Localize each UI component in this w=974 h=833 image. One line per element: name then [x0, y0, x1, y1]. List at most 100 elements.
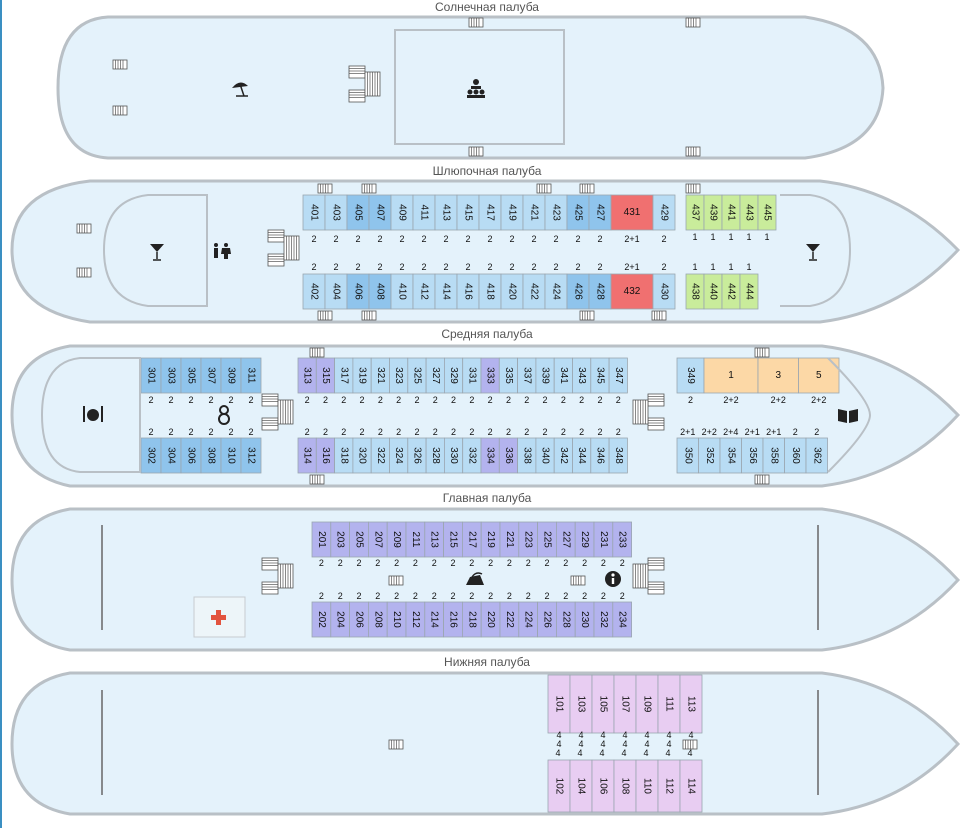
cabin-333[interactable]: 333 — [480, 357, 500, 394]
cabin-202[interactable]: 202 — [311, 601, 332, 638]
cabin-337[interactable]: 337 — [517, 357, 537, 394]
cabin-415[interactable]: 415 — [456, 194, 480, 231]
cabin-332[interactable]: 332 — [462, 437, 482, 474]
cabin-220[interactable]: 220 — [480, 601, 501, 638]
cabin-404[interactable]: 404 — [324, 273, 348, 310]
cabin-228[interactable]: 228 — [556, 601, 576, 638]
cabin-102[interactable]: 102 — [547, 759, 571, 813]
cabin-307[interactable]: 307 — [200, 357, 222, 394]
cabin-426[interactable]: 426 — [566, 273, 590, 310]
cabin-429[interactable]: 429 — [652, 194, 676, 231]
cabin-103[interactable]: 103 — [569, 674, 593, 734]
cabin-303[interactable]: 303 — [160, 357, 182, 394]
cabin-334[interactable]: 334 — [480, 437, 500, 474]
cabin-326[interactable]: 326 — [407, 437, 427, 474]
cabin-409[interactable]: 409 — [390, 194, 414, 231]
cabin-416[interactable]: 416 — [456, 273, 480, 310]
cabin-445[interactable]: 445 — [757, 194, 777, 231]
cabin-349[interactable]: 349 — [676, 357, 705, 394]
cabin-322[interactable]: 322 — [370, 437, 390, 474]
cabin-201[interactable]: 201 — [311, 521, 332, 558]
cabin-223[interactable]: 223 — [518, 521, 538, 558]
cabin-414[interactable]: 414 — [434, 273, 458, 310]
cabin-311[interactable]: 311 — [240, 357, 262, 394]
cabin-203[interactable]: 203 — [330, 521, 350, 558]
cabin-214[interactable]: 214 — [424, 601, 444, 638]
cabin-441[interactable]: 441 — [721, 194, 741, 231]
cabin-432[interactable]: 432 — [610, 273, 654, 310]
cabin-212[interactable]: 212 — [405, 601, 426, 638]
cabin-403[interactable]: 403 — [324, 194, 348, 231]
cabin-106[interactable]: 106 — [591, 759, 615, 813]
cabin-336[interactable]: 336 — [498, 437, 518, 474]
cabin-331[interactable]: 331 — [462, 357, 482, 394]
cabin-343[interactable]: 343 — [572, 357, 592, 394]
cabin-423[interactable]: 423 — [544, 194, 568, 231]
cabin-424[interactable]: 424 — [544, 273, 568, 310]
cabin-224[interactable]: 224 — [518, 601, 538, 638]
cabin-308[interactable]: 308 — [200, 437, 222, 474]
cabin-321[interactable]: 321 — [370, 357, 390, 394]
cabin-329[interactable]: 329 — [443, 357, 464, 394]
cabin-440[interactable]: 440 — [703, 273, 723, 310]
cabin-234[interactable]: 234 — [612, 601, 632, 638]
cabin-316[interactable]: 316 — [315, 437, 335, 474]
cabin-356[interactable]: 356 — [741, 437, 764, 474]
cabin-328[interactable]: 328 — [425, 437, 445, 474]
cabin-315[interactable]: 315 — [315, 357, 335, 394]
cabin-422[interactable]: 422 — [522, 273, 546, 310]
cabin-314[interactable]: 314 — [297, 437, 317, 474]
cabin-208[interactable]: 208 — [367, 601, 388, 638]
cabin-354[interactable]: 354 — [719, 437, 742, 474]
cabin-104[interactable]: 104 — [569, 759, 593, 813]
cabin-438[interactable]: 438 — [685, 273, 705, 310]
cabin-112[interactable]: 112 — [657, 759, 681, 813]
cabin-216[interactable]: 216 — [443, 601, 463, 638]
cabin-442[interactable]: 442 — [721, 273, 741, 310]
cabin-341[interactable]: 341 — [553, 357, 573, 394]
cabin-304[interactable]: 304 — [160, 437, 182, 474]
cabin-305[interactable]: 305 — [180, 357, 202, 394]
cabin-411[interactable]: 411 — [412, 194, 436, 231]
cabin-233[interactable]: 233 — [612, 521, 632, 558]
cabin-431[interactable]: 431 — [610, 194, 654, 231]
cabin-110[interactable]: 110 — [635, 759, 659, 813]
cabin-428[interactable]: 428 — [588, 273, 612, 310]
cabin-209[interactable]: 209 — [386, 521, 407, 558]
cabin-323[interactable]: 323 — [389, 357, 409, 394]
cabin-335[interactable]: 335 — [498, 357, 518, 394]
cabin-101[interactable]: 101 — [547, 674, 571, 734]
cabin-218[interactable]: 218 — [461, 601, 482, 638]
cabin-231[interactable]: 231 — [593, 521, 614, 558]
cabin-3[interactable]: 3 — [757, 357, 799, 394]
cabin-318[interactable]: 318 — [334, 437, 354, 474]
cabin-340[interactable]: 340 — [535, 437, 555, 474]
cabin-217[interactable]: 217 — [461, 521, 482, 558]
cabin-320[interactable]: 320 — [352, 437, 372, 474]
cabin-407[interactable]: 407 — [368, 194, 392, 231]
cabin-405[interactable]: 405 — [346, 194, 370, 231]
cabin-227[interactable]: 227 — [556, 521, 576, 558]
cabin-360[interactable]: 360 — [784, 437, 807, 474]
cabin-324[interactable]: 324 — [389, 437, 409, 474]
cabin-350[interactable]: 350 — [676, 437, 699, 474]
cabin-421[interactable]: 421 — [522, 194, 546, 231]
cabin-444[interactable]: 444 — [739, 273, 759, 310]
cabin-317[interactable]: 317 — [334, 357, 354, 394]
cabin-109[interactable]: 109 — [635, 674, 659, 734]
cabin-306[interactable]: 306 — [180, 437, 202, 474]
cabin-358[interactable]: 358 — [762, 437, 785, 474]
cabin-319[interactable]: 319 — [352, 357, 372, 394]
cabin-338[interactable]: 338 — [517, 437, 537, 474]
cabin-310[interactable]: 310 — [220, 437, 242, 474]
cabin-107[interactable]: 107 — [613, 674, 637, 734]
cabin-230[interactable]: 230 — [574, 601, 595, 638]
cabin-302[interactable]: 302 — [140, 437, 162, 474]
cabin-327[interactable]: 327 — [425, 357, 445, 394]
cabin-213[interactable]: 213 — [424, 521, 444, 558]
cabin-419[interactable]: 419 — [500, 194, 524, 231]
cabin-344[interactable]: 344 — [572, 437, 592, 474]
cabin-206[interactable]: 206 — [349, 601, 369, 638]
cabin-401[interactable]: 401 — [302, 194, 326, 231]
cabin-406[interactable]: 406 — [346, 273, 370, 310]
